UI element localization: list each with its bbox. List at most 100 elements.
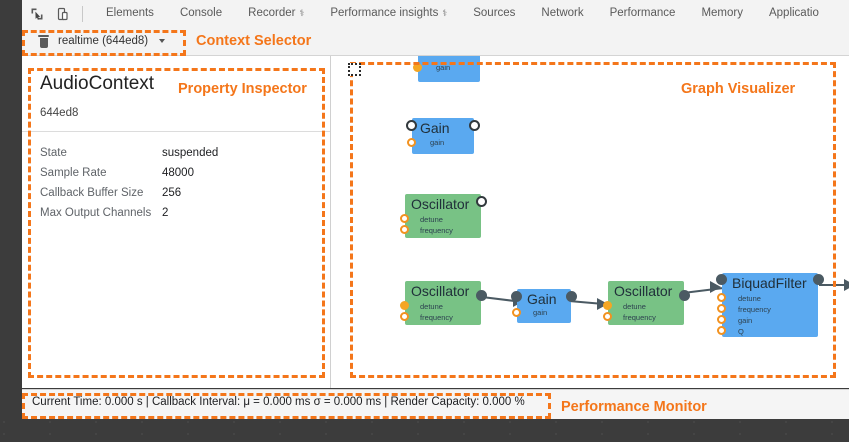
tab-label: Elements (106, 7, 154, 19)
context-selector-value: realtime (644ed8) (58, 35, 149, 47)
tab-network[interactable]: Network (528, 0, 596, 27)
graph-node-gain[interactable]: Gain gain (406, 118, 480, 154)
tab-list: Elements Console Recorder⚕ Performance i… (93, 0, 832, 27)
node-output-port[interactable] (476, 290, 487, 301)
node-output-port[interactable] (679, 290, 690, 301)
graph-node-oscillator[interactable]: Oscillator detune frequency (603, 281, 690, 325)
node-param-label: gain (738, 316, 753, 325)
node-param-label: Q (738, 327, 744, 336)
toolbar-divider (82, 5, 83, 22)
node-param-label: gain (533, 308, 548, 317)
node-output-port[interactable] (476, 196, 487, 207)
graph-node-gain[interactable]: Gain gain (511, 289, 577, 323)
property-table: State suspended Sample Rate 48000 Callba… (40, 143, 218, 223)
tab-label: Applicatio (768, 7, 819, 19)
tab-elements[interactable]: Elements (93, 0, 167, 27)
tab-console[interactable]: Console (167, 0, 235, 27)
node-param-label: detune (623, 302, 646, 311)
graph-node-oscillator[interactable]: Oscillator detune frequency (400, 281, 487, 325)
node-param-port-detune[interactable] (717, 293, 726, 302)
node-param-port-frequency[interactable] (603, 312, 612, 321)
tab-performance[interactable]: Performance (597, 0, 689, 27)
node-output-port[interactable] (813, 274, 824, 285)
performance-monitor-bar: Current Time: 0.000 s | Callback Interva… (22, 389, 849, 419)
node-output-port[interactable] (469, 120, 480, 131)
tab-label: Performance (609, 7, 676, 19)
node-title: Oscillator (411, 196, 470, 212)
graph-node-biquadfilter[interactable]: BiquadFilter detune frequency gain Q (716, 273, 824, 337)
node-param-port-frequency[interactable] (400, 225, 409, 234)
tab-memory[interactable]: Memory (688, 0, 756, 27)
node-param-port-gain[interactable] (512, 308, 521, 317)
experiment-icon: ⚕ (299, 8, 305, 18)
table-row: Max Output Channels 2 (40, 203, 218, 223)
inspect-element-icon[interactable] (26, 4, 48, 24)
page-title: AudioContext (40, 73, 155, 94)
graph-visualizer-pane[interactable]: Gain gain Gain gain Oscillator detune fr… (331, 56, 849, 388)
node-input-port[interactable] (716, 274, 727, 285)
context-selector-row: realtime (644ed8) (22, 27, 849, 56)
node-param-port-detune[interactable] (400, 301, 409, 310)
chrome-texture (0, 418, 849, 442)
device-toolbar-icon[interactable] (52, 4, 74, 24)
node-output-port[interactable] (566, 291, 577, 302)
table-row: State suspended (40, 143, 218, 163)
table-row: Sample Rate 48000 (40, 163, 218, 183)
node-param-label: detune (420, 215, 443, 224)
chevron-down-icon (159, 39, 166, 43)
tab-label: Memory (701, 7, 743, 19)
edge-arrow-icon (844, 279, 849, 291)
node-param-port-gain[interactable] (407, 138, 416, 147)
pane-divider (330, 56, 331, 388)
node-param-port-q[interactable] (717, 326, 726, 335)
node-param-label: detune (420, 302, 443, 311)
node-param-label: frequency (623, 313, 656, 322)
edge-arrow-icon (597, 298, 608, 310)
annotation-label-property-inspector: Property Inspector (178, 81, 307, 97)
node-input-port[interactable] (511, 291, 522, 302)
performance-monitor-text: Current Time: 0.000 s | Callback Interva… (32, 396, 525, 408)
tab-label: Sources (473, 7, 516, 19)
divider (22, 131, 330, 132)
property-inspector-pane: AudioContext 644ed8 State suspended Samp… (22, 56, 330, 388)
webaudio-main-area: AudioContext 644ed8 State suspended Samp… (22, 56, 849, 388)
toolbar-icon-group (22, 4, 93, 24)
annotation-drag-handle[interactable] (348, 63, 361, 76)
trash-icon[interactable] (38, 34, 49, 48)
node-input-port[interactable] (406, 120, 417, 131)
tab-label: Recorder (248, 7, 296, 19)
tab-sources[interactable]: Sources (460, 0, 528, 27)
tab-label: Console (179, 7, 223, 19)
node-param-port-gain[interactable] (717, 315, 726, 324)
node-param-port-gain[interactable] (413, 63, 422, 72)
edge-arrow-icon (710, 281, 721, 293)
property-key: Callback Buffer Size (40, 187, 144, 199)
context-selector-dropdown[interactable]: realtime (644ed8) (30, 31, 173, 51)
tab-performance-insights[interactable]: Performance insights⚕ (317, 0, 460, 27)
node-param-label: detune (738, 294, 761, 303)
property-key: State (40, 147, 67, 159)
property-value: 2 (162, 207, 169, 219)
node-param-port-frequency[interactable] (400, 312, 409, 321)
annotation-label-context-selector: Context Selector (196, 33, 312, 49)
context-id: 644ed8 (40, 107, 79, 119)
graph-node-oscillator[interactable]: Oscillator detune frequency (400, 194, 487, 238)
node-param-port-frequency[interactable] (717, 304, 726, 313)
property-key: Max Output Channels (40, 207, 152, 219)
property-value: 48000 (162, 167, 194, 179)
graph-node-gain[interactable]: Gain gain (413, 56, 480, 82)
annotation-label-graph-visualizer: Graph Visualizer (681, 81, 796, 97)
node-title: BiquadFilter (732, 275, 807, 291)
node-param-port-detune[interactable] (400, 214, 409, 223)
property-value: 256 (162, 187, 182, 199)
node-title: Gain (426, 56, 456, 59)
node-title: Gain (527, 291, 557, 307)
tab-recorder[interactable]: Recorder⚕ (235, 0, 317, 27)
tab-application[interactable]: Applicatio (756, 0, 832, 27)
node-param-port-detune[interactable] (603, 301, 612, 310)
experiment-icon: ⚕ (442, 8, 448, 18)
node-title: Oscillator (614, 283, 673, 299)
property-value: suspended (162, 147, 219, 159)
node-param-label: gain (430, 138, 445, 147)
